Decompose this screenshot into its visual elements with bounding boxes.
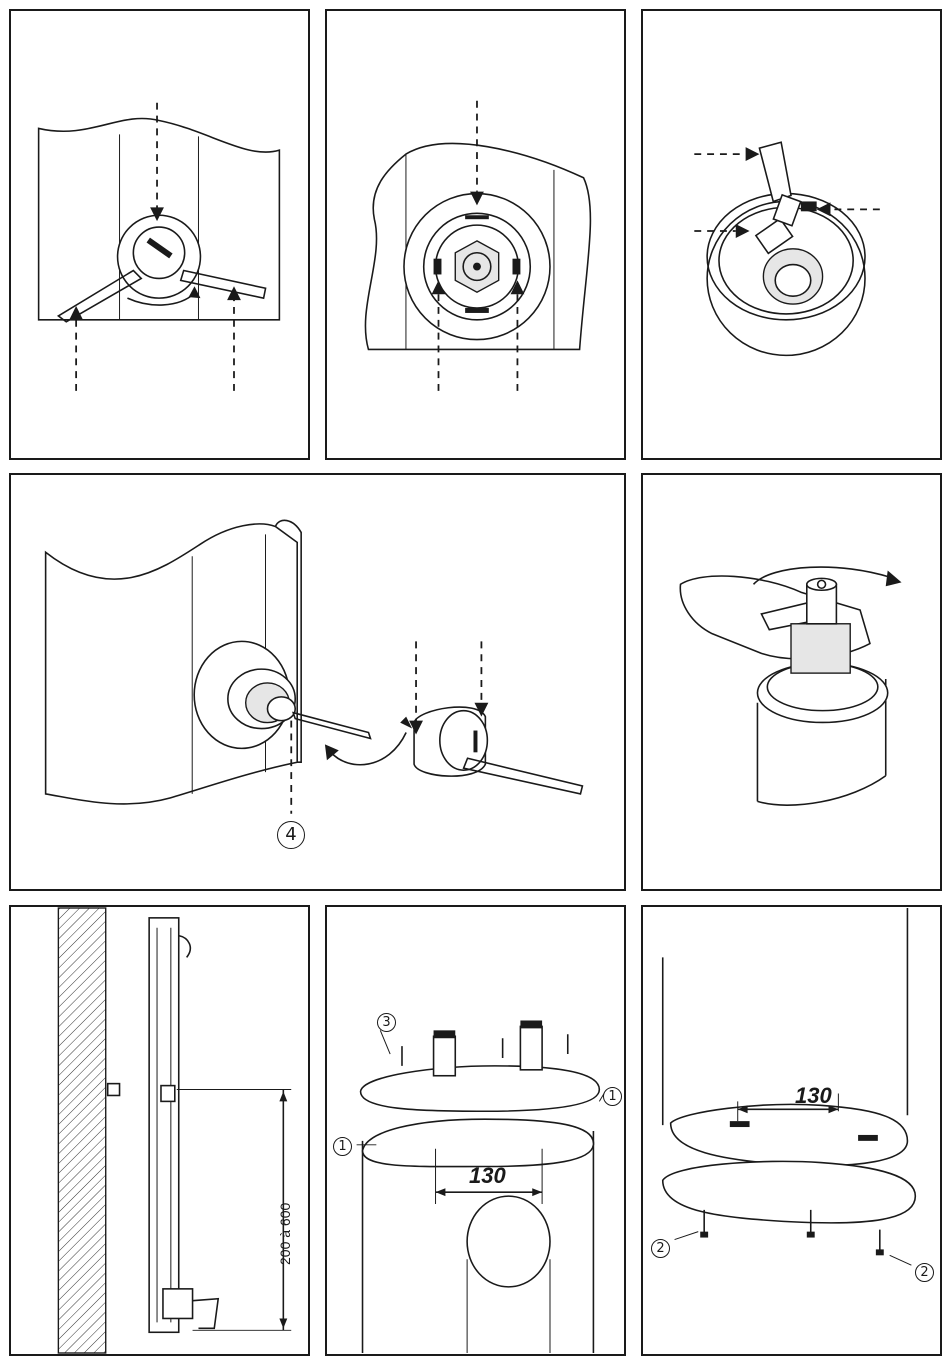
panel-1-illustration	[11, 11, 308, 458]
panel-2-illustration	[327, 11, 624, 458]
panel-1-key-rotate	[9, 9, 310, 460]
callout-1-right: 1	[603, 1087, 622, 1106]
panel-4-handle-assembly: 4	[9, 473, 626, 891]
dimension-130-label: 130	[469, 1163, 506, 1189]
panel-8-illustration	[643, 907, 940, 1354]
panel-3-clip-removal	[641, 9, 942, 460]
callout-1-left: 1	[333, 1137, 352, 1156]
panel-5-wrench-unscrew	[641, 473, 942, 891]
callout-4: 4	[277, 821, 305, 849]
panel-6-wall-height: 200 à 600	[9, 905, 310, 1356]
height-range-label: 200 à 600	[277, 1203, 293, 1265]
callout-2-right: 2	[915, 1263, 934, 1282]
dimension-130-label: 130	[795, 1083, 832, 1109]
panel-3-illustration	[643, 11, 940, 458]
callout-2-left: 2	[651, 1239, 670, 1258]
panel-7-illustration	[327, 907, 624, 1354]
panel-8-wall-fixing: 130 2 2	[641, 905, 942, 1356]
panel-4-illustration	[11, 475, 624, 889]
panel-6-illustration	[11, 907, 308, 1354]
panel-5-illustration	[643, 475, 940, 889]
panel-7-mounting-plate: 3 1 1 130	[325, 905, 626, 1356]
callout-3: 3	[377, 1013, 396, 1032]
panel-2-cartridge-front	[325, 9, 626, 460]
